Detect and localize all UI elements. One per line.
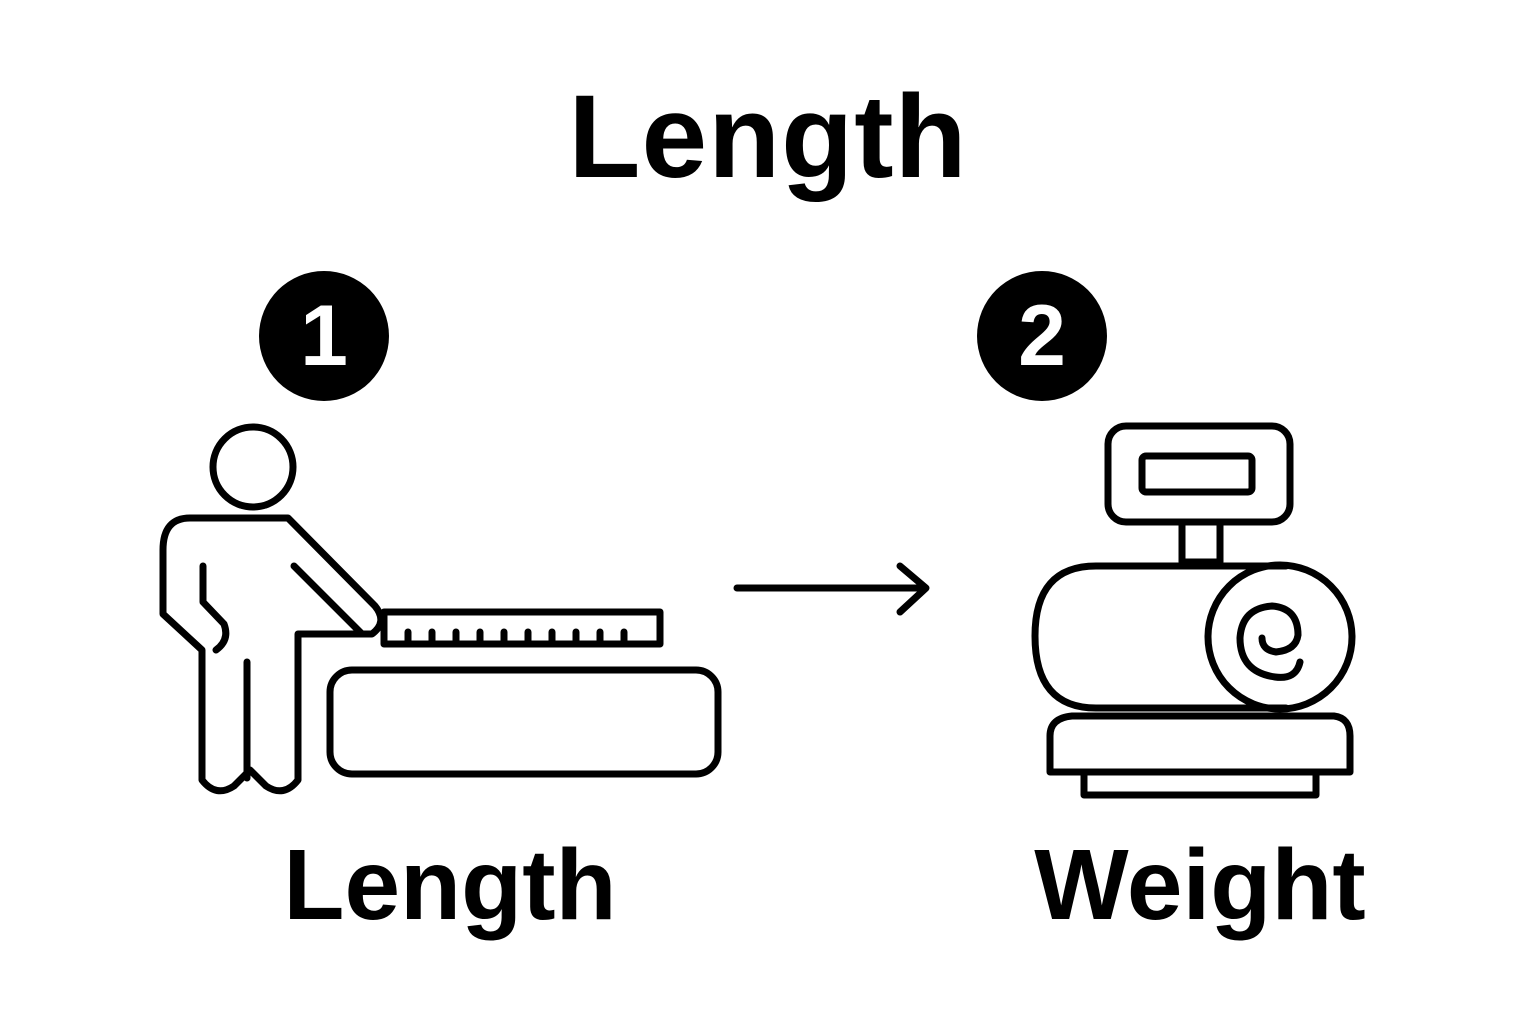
person-measuring-with-ruler-icon: [159, 423, 722, 795]
scale-with-roll-icon: [1031, 422, 1356, 799]
step-2-number-badge: 2: [977, 271, 1107, 401]
scale-base-icon: [1046, 712, 1354, 799]
step-1-label: Length: [283, 829, 617, 941]
step-1-number-badge: 1: [259, 271, 389, 401]
roll-icon: [1031, 561, 1356, 713]
scale-display-icon: [1104, 422, 1294, 566]
step-2-label: Weight: [1034, 829, 1366, 941]
diagram-title: Length: [568, 71, 968, 203]
ruler-icon: [380, 608, 664, 648]
material-strip-icon: [326, 666, 722, 778]
person-icon: [159, 423, 385, 795]
right-arrow-icon: [733, 562, 930, 616]
